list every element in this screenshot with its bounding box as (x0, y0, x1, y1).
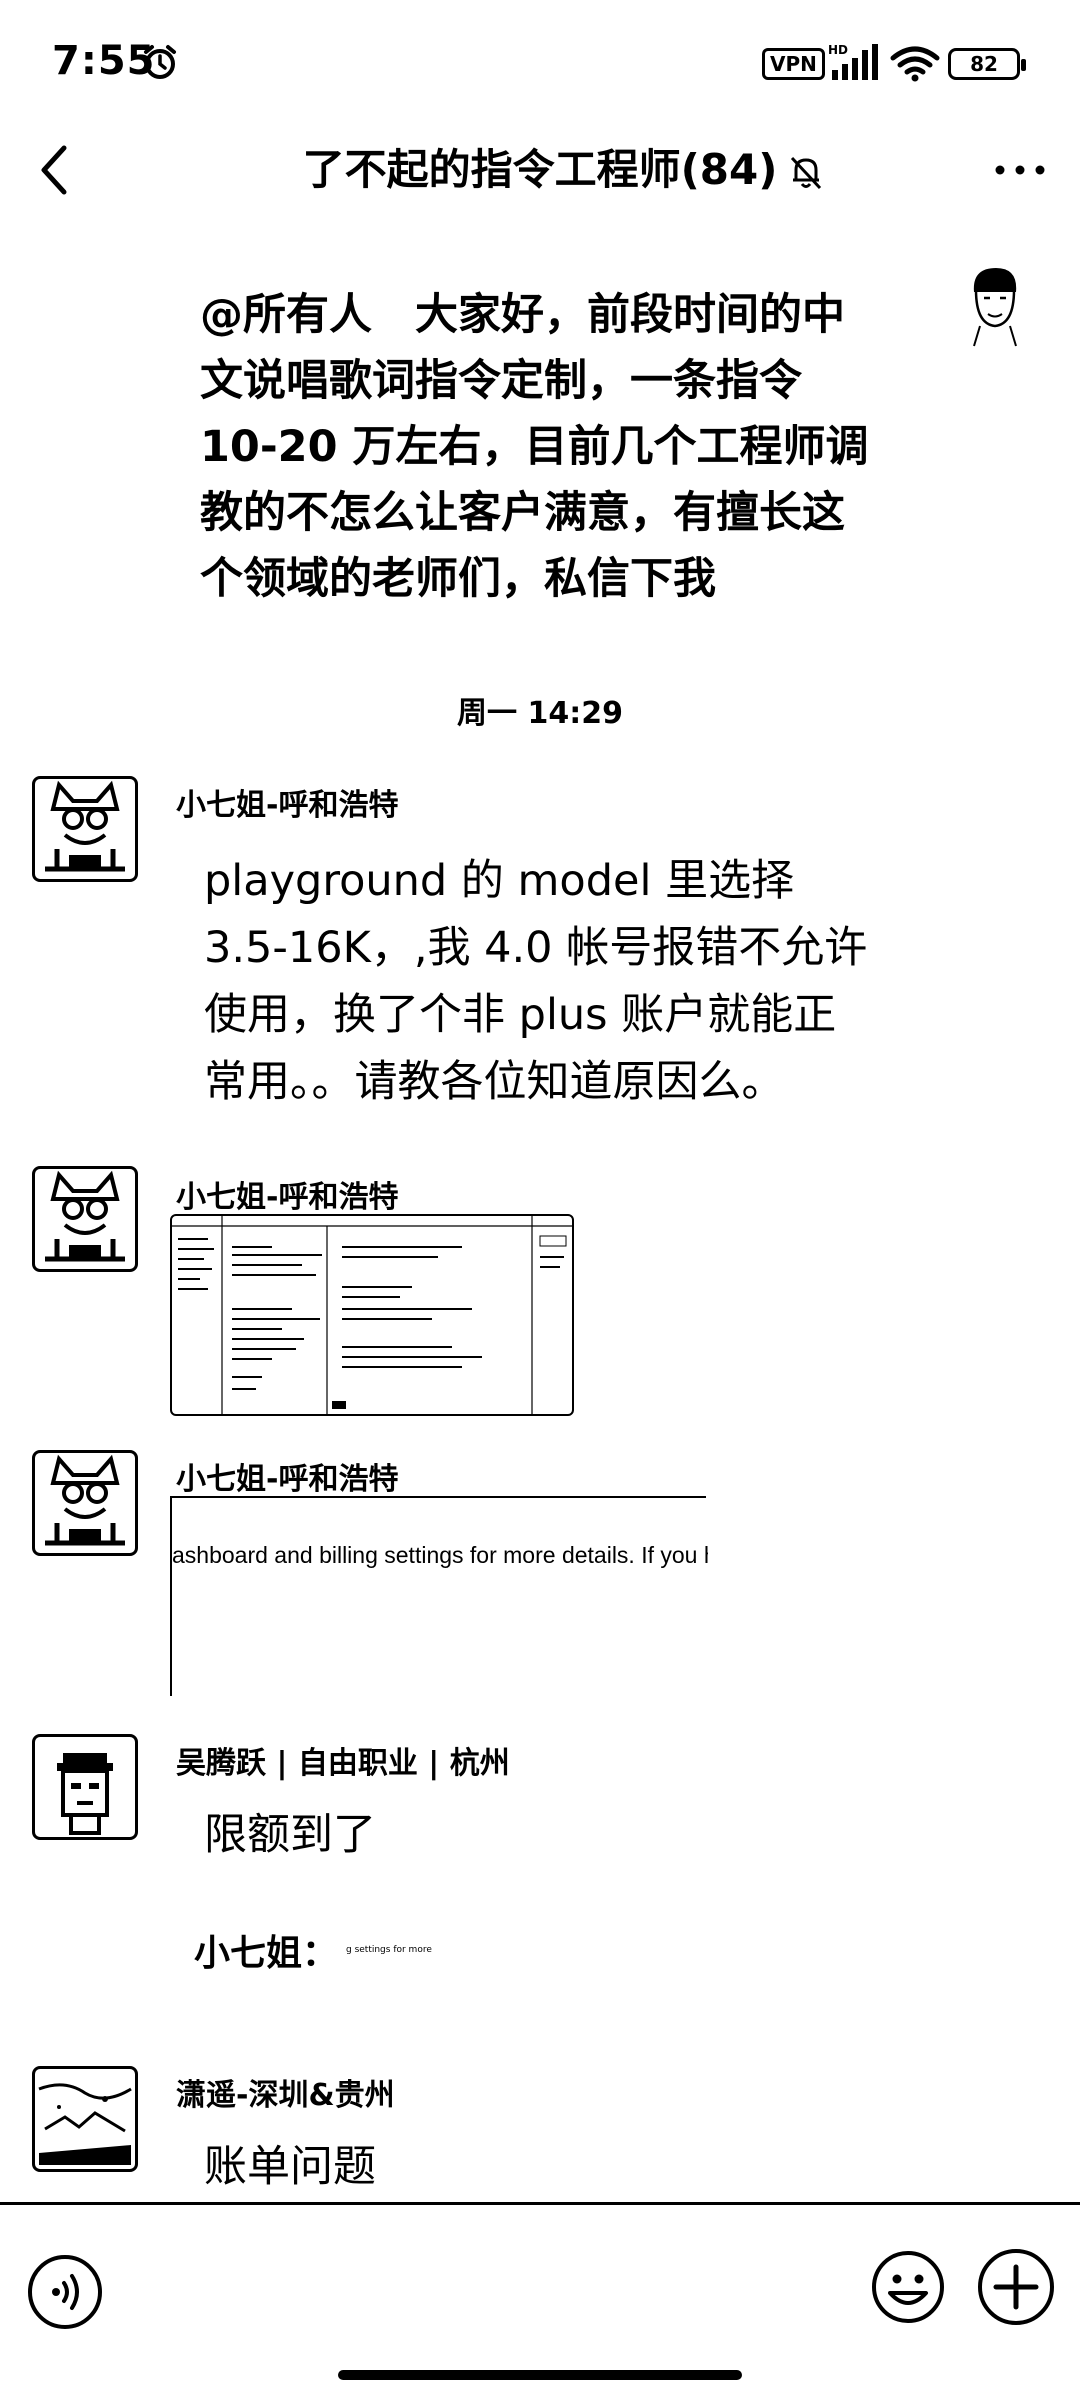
message-line: playground 的 model 里选择 (204, 856, 795, 906)
avatar[interactable] (32, 776, 138, 882)
home-indicator (338, 2370, 742, 2380)
alarm-icon (144, 45, 176, 79)
cat-avatar-icon (45, 1170, 125, 1262)
hd-signal-icon: HD (828, 43, 878, 80)
quoted-sender: 小七姐： (194, 1933, 339, 1974)
svg-text:HD: HD (828, 43, 848, 57)
avatar[interactable] (32, 1734, 138, 1840)
message-text[interactable]: 账单问题 (204, 2142, 376, 2192)
quoted-snippet: g settings for more (346, 1945, 432, 1955)
time-divider: 周一 14:29 (457, 696, 623, 731)
avatar[interactable] (32, 1166, 138, 1272)
card-text: ashboard and billing settings for more d… (172, 1542, 708, 1568)
sender-name: 小七姐-呼和浩特 (176, 788, 399, 823)
plus-button[interactable] (978, 2249, 1054, 2325)
avatar[interactable] (32, 2066, 138, 2172)
message-line: @所有人 大家好，前段时间的中 (200, 290, 845, 340)
sender-name: 潇遥-深圳&贵州 (176, 2078, 395, 2113)
status-bar: 7:55 VPN HD 82 (0, 0, 1080, 120)
message-text[interactable]: 限额到了 (204, 1810, 376, 1860)
mute-icon (790, 156, 822, 190)
input-bar-divider (0, 2202, 1080, 2205)
quoted-reply[interactable]: 小七姐： (194, 1924, 338, 1976)
chat-header: 了不起的指令工程师(84) (0, 120, 1080, 220)
input-bar (0, 2205, 1080, 2400)
message-line: 教的不怎么让客户满意，有擅长这 (200, 488, 845, 538)
chat-title: 了不起的指令工程师(84) (302, 145, 778, 194)
cat-avatar-icon (45, 780, 125, 872)
sender-name: 小七姐-呼和浩特 (176, 1462, 399, 1497)
own-avatar[interactable] (960, 262, 1030, 348)
avatar[interactable] (32, 1450, 138, 1556)
landscape-avatar-icon (38, 2083, 132, 2165)
emoji-icon[interactable] (870, 2249, 946, 2325)
error-text-card[interactable]: ashboard and billing settings for more d… (170, 1496, 708, 1696)
message-line: 10-20 万左右，目前几个工程师调 (200, 422, 869, 472)
battery-icon: 82 (948, 48, 1026, 80)
sender-name: 小七姐-呼和浩特 (176, 1180, 399, 1215)
voice-button[interactable] (28, 2255, 102, 2329)
own-message-text[interactable]: @所有人 大家好，前段时间的中 文说唱歌词指令定制，一条指令 10-20 万左右… (200, 282, 900, 612)
cat-avatar-icon (45, 1454, 125, 1546)
screenshot-thumbnail (172, 1216, 572, 1414)
voice-icon (52, 2274, 79, 2310)
message-line: 使用，换了个非 plus 账户就能正 (204, 990, 837, 1040)
wifi-icon (890, 46, 940, 82)
vpn-badge: VPN (762, 48, 825, 80)
plus-icon (993, 2264, 1039, 2310)
message-line: 3.5-16K，,我 4.0 帐号报错不允许 (204, 923, 868, 973)
pixel-avatar-icon (57, 1753, 113, 1835)
back-icon[interactable] (30, 140, 80, 200)
image-message[interactable] (170, 1214, 574, 1416)
sender-name: 吴腾跃 | 自由职业 | 杭州 (176, 1746, 510, 1781)
message-line: 个领域的老师们，私信下我 (200, 554, 716, 604)
status-time: 7:55 (52, 38, 156, 84)
message-line: 常用。。请教各位知道原因么。 (204, 1057, 785, 1107)
message-text[interactable]: playground 的 model 里选择 3.5-16K，,我 4.0 帐号… (204, 848, 867, 1116)
message-line: 文说唱歌词指令定制，一条指令 (200, 356, 802, 406)
more-icon[interactable] (990, 142, 1050, 198)
